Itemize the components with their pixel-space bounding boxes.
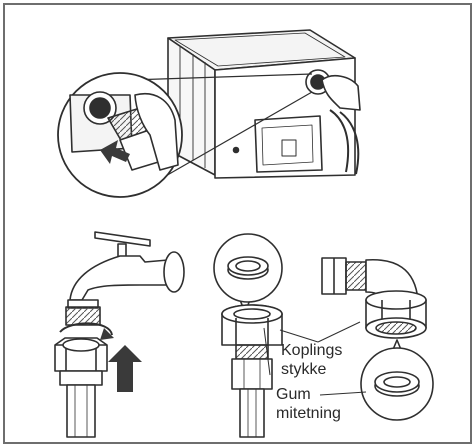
gasket-label-line1: Gum xyxy=(276,386,311,403)
faucet-illustration xyxy=(55,232,184,437)
gasket-label-line2: mitetning xyxy=(276,405,341,422)
coupling-label-line2: stykke xyxy=(281,361,326,378)
push-up-arrow-icon xyxy=(108,345,142,392)
washing-machine-illustration xyxy=(168,30,360,178)
elbow-coupling-illustration xyxy=(322,258,433,420)
coupling-label-line1: Koplings xyxy=(281,342,342,359)
hose-coupling-illustration xyxy=(214,234,282,437)
